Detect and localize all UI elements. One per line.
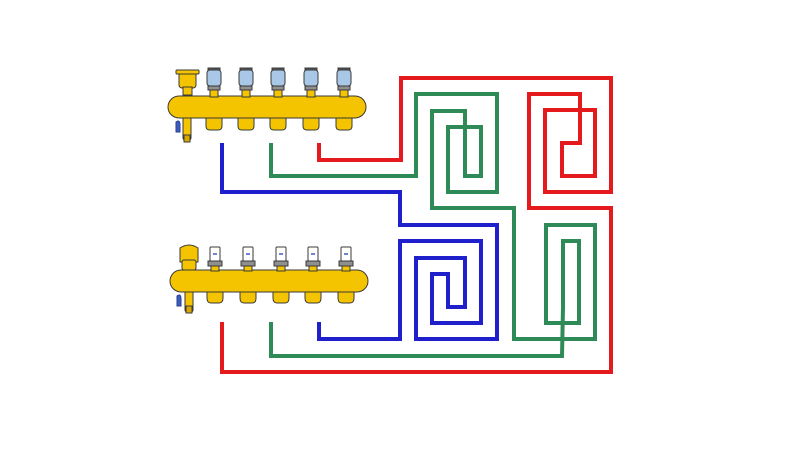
return-outlet-nozzle — [239, 291, 257, 304]
actuator-head-icon — [238, 67, 254, 98]
flow-meter-icon — [338, 246, 354, 272]
drain-valve-handle-icon — [175, 120, 181, 133]
flow-meter-icon — [207, 246, 223, 272]
air-vent-valve — [179, 244, 199, 271]
supply-actuators — [206, 67, 352, 98]
heating-loops — [220, 76, 613, 374]
drain-valve-handle-icon — [176, 294, 182, 307]
return-outlet-nozzle — [272, 291, 290, 304]
red-heating-loop — [220, 76, 613, 374]
flow-meter-icon — [305, 246, 321, 272]
supply-outlets — [205, 117, 353, 131]
flow-meter-icon — [240, 246, 256, 272]
supply-outlet-nozzle — [205, 117, 223, 131]
return-outlet-nozzle — [337, 291, 355, 304]
supply-manifold-body — [167, 95, 367, 119]
blue-heating-loop — [220, 143, 499, 341]
actuator-head-icon — [303, 67, 319, 98]
supply-outlet-nozzle — [269, 117, 287, 131]
return-manifold-body — [169, 269, 369, 293]
supply-outlet-nozzle — [302, 117, 320, 131]
supply-outlet-nozzle — [335, 117, 353, 131]
actuator-head-icon — [270, 67, 286, 98]
flow-meter-icon — [273, 246, 289, 272]
supply-manifold — [167, 67, 367, 143]
return-flow-meters — [207, 246, 354, 272]
actuator-head-icon — [206, 67, 222, 98]
return-outlet-nozzle — [206, 291, 224, 304]
actuator-head-icon — [336, 67, 352, 98]
supply-outlet-nozzle — [237, 117, 255, 131]
return-manifold — [169, 244, 369, 314]
air-vent-valve — [175, 69, 200, 96]
return-outlets — [206, 291, 355, 304]
green-heating-loop — [269, 92, 597, 358]
return-outlet-nozzle — [304, 291, 322, 304]
